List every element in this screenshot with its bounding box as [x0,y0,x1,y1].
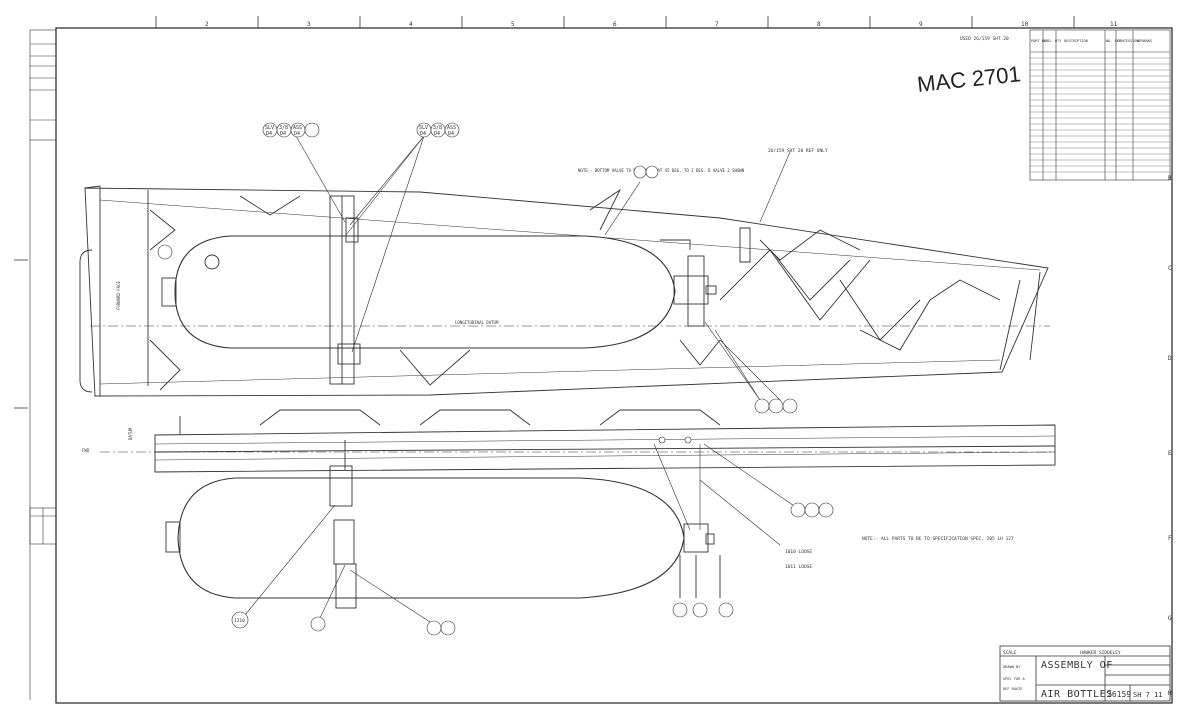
header-ord-qty: ORD. QTY [1044,39,1062,43]
stamp-ref-route: REF ROUTE [1003,687,1022,691]
ruler-num: 11 [1110,21,1118,28]
callout-1011: 1011 LOOSE [785,564,812,570]
handwritten-drawing-id: MAC 2701 [916,61,1022,97]
callout-bubbles-lower [231,436,834,636]
leader-lines-upper [295,135,791,401]
longitudinal-datum-label: LONGITUDINAL DATUM [455,320,499,325]
parts-list [1029,29,1171,181]
bubble-label: SLV [419,125,428,131]
ruler-num: 6 [613,21,617,28]
company-label: HAWKER SIDDELEY [1080,650,1121,656]
drawing-border [55,27,1173,704]
bubble-label: ASS [293,125,302,131]
ruler-num: 3 [307,21,311,28]
header-description: DESCRIPTION [1064,39,1088,43]
bubble-label: ASS [447,125,456,131]
bubble-label: 3/8 [279,125,288,131]
ruler-num: 9 [919,21,923,28]
bubble-label: D4 [294,131,300,137]
drawing-number: 26159 [1107,690,1131,699]
callout-1010: 1010 LOOSE [785,549,812,555]
top-ruler-numbers: 2 3 4 5 6 7 8 9 10 11 [205,21,1118,28]
leader-note: 26/159 SHT 20 REF ONLY [768,148,828,154]
revision-strip [29,29,57,700]
header-concession: CONCESSION [1117,39,1139,43]
title-line-1: ASSEMBLY OF [1041,660,1113,671]
stamp-spec: SPEC FOR A [1003,677,1025,681]
lower-view [100,409,1056,609]
title-line-2: AIR BOTTLES [1041,689,1113,700]
title-block [999,645,1171,702]
lower-callouts: 1010 LOOSE 1011 LOOSE 1210 [234,549,812,624]
aft-datum-label: DATUM [128,427,133,440]
bubble-label: D4 [448,131,454,137]
ruler-num: 4 [409,21,413,28]
fwd-marker: FWD [82,448,90,453]
reference-note: USED 26/159 SHT 20 [960,36,1009,42]
bubble-label: D4 [280,131,286,137]
upper-labels: FORWARD FACE LONGITUDINAL DATUM [116,281,499,325]
bubble-label: D4 [420,131,426,137]
side-letter: G [1168,615,1172,622]
forward-face-label: FORWARD FACE [116,281,121,310]
sheet-number: SH 7 11 [1133,691,1163,699]
bubble-label: 3/8 [433,125,442,131]
header-remarks: REMARKS [1137,39,1152,43]
callout-1210: 1210 [234,618,245,624]
upper-view [79,185,1050,397]
ruler-num: 8 [817,21,821,28]
header-no-off: NO. OFF [1106,39,1121,43]
bubble-label: D4 [266,131,272,137]
left-ticks [14,259,28,409]
side-letter: D [1168,355,1172,362]
ruler-num: 7 [715,21,719,28]
header-part-no: PART NO. [1031,39,1048,43]
side-letter: C [1168,265,1172,272]
scale-label: SCALE [1003,650,1017,656]
ruler-num: 10 [1021,21,1029,28]
bubble-label: D4 [434,131,440,137]
bubble-label: SLV [265,125,274,131]
fill-valve-note: NOTE:- BOTTOM VALVE TO BE ANGLED AT 45 D… [578,168,745,173]
ruler-num: 5 [511,21,515,28]
ruler-num: 2 [205,21,209,28]
callout-bubbles-upper [157,122,798,414]
stamp-drawn-by: DRAWN BY [1003,665,1021,669]
leader-lines-lower [244,443,801,623]
top-ruler [155,16,1075,28]
parts-list-headers: PART NO. ORD. QTY DESCRIPTION NO. OFF CO… [1031,39,1152,43]
bottom-note: NOTE:- ALL PARTS TO BE TO SPECIFICATION … [862,536,1014,542]
side-letter: E [1168,450,1172,457]
side-letter: F [1168,535,1172,542]
